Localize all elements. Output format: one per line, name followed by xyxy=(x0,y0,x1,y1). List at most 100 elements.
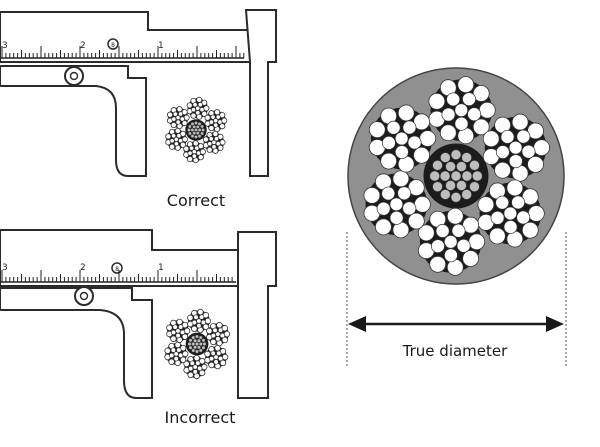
wire xyxy=(196,345,201,350)
wire xyxy=(191,149,197,155)
strand xyxy=(166,318,191,344)
wire xyxy=(206,327,213,335)
wire xyxy=(472,170,483,182)
wire xyxy=(389,197,404,212)
wire xyxy=(450,192,462,203)
wire xyxy=(221,117,228,124)
wire xyxy=(192,140,199,147)
wire xyxy=(503,206,518,221)
wire xyxy=(441,107,456,122)
wire xyxy=(508,140,523,155)
wire xyxy=(217,119,223,125)
wire xyxy=(194,121,198,125)
thumb-wheel-hub xyxy=(79,291,89,301)
strand xyxy=(186,96,210,120)
wire xyxy=(467,107,482,122)
caliper-scale xyxy=(0,46,245,59)
wire xyxy=(407,179,425,197)
wire xyxy=(191,325,198,333)
wire xyxy=(190,112,197,119)
wire-rope-small-incorrect xyxy=(164,308,231,380)
wire xyxy=(188,365,194,372)
wire xyxy=(516,129,531,144)
strand xyxy=(183,140,206,164)
wire xyxy=(208,119,214,125)
wire xyxy=(495,195,510,210)
wire-rope-cross-section xyxy=(347,67,565,285)
wire xyxy=(201,345,206,350)
wire xyxy=(165,133,172,140)
wire xyxy=(196,338,201,343)
wire xyxy=(213,354,219,360)
wire xyxy=(490,210,505,225)
rope-core xyxy=(423,143,489,209)
caption-incorrect: Incorrect xyxy=(165,408,236,427)
rope-core xyxy=(185,119,207,141)
wire xyxy=(198,369,206,377)
wire xyxy=(179,141,186,148)
strand xyxy=(204,344,229,370)
wire xyxy=(217,327,224,333)
wire xyxy=(210,350,216,356)
wire xyxy=(196,318,202,324)
wire xyxy=(468,233,486,251)
wire xyxy=(207,141,213,147)
wire xyxy=(190,134,195,139)
wire xyxy=(533,139,551,157)
wire xyxy=(439,124,457,142)
wire xyxy=(394,131,409,146)
wire xyxy=(417,224,435,242)
wire xyxy=(166,324,173,331)
wire xyxy=(178,111,184,117)
wire xyxy=(213,136,220,142)
wire xyxy=(363,187,381,204)
wire xyxy=(462,250,480,267)
caliper-sliding-jaw xyxy=(0,65,147,177)
wire xyxy=(199,148,206,155)
wire xyxy=(164,347,171,355)
wire xyxy=(181,120,188,127)
wire xyxy=(176,347,182,353)
caliper-sliding-jaw xyxy=(0,287,153,399)
wire xyxy=(435,224,450,238)
strand xyxy=(363,170,431,239)
wire xyxy=(402,120,417,135)
wire xyxy=(196,323,202,329)
wire xyxy=(194,341,200,347)
wire xyxy=(183,114,190,121)
wire xyxy=(488,227,506,245)
wire xyxy=(213,118,219,124)
wire xyxy=(494,161,512,179)
wire xyxy=(392,170,410,188)
scale-number: 3 xyxy=(2,263,8,273)
wire xyxy=(469,160,480,171)
wire xyxy=(192,369,198,375)
wire xyxy=(413,113,430,131)
strand xyxy=(164,341,189,367)
double-arrow-icon xyxy=(348,316,564,332)
wire xyxy=(173,141,179,147)
caption-true-diameter: True diameter xyxy=(402,342,508,360)
wire xyxy=(183,327,191,335)
wire xyxy=(454,116,469,131)
wire xyxy=(175,328,181,334)
wire xyxy=(187,341,192,347)
wire xyxy=(170,122,177,129)
wire xyxy=(217,144,224,151)
wire xyxy=(202,136,209,143)
wire xyxy=(194,349,200,354)
scale-number: 1 xyxy=(158,263,164,273)
wire xyxy=(394,145,409,159)
wire xyxy=(202,323,210,331)
wire xyxy=(204,350,211,358)
wire xyxy=(216,321,223,329)
wire xyxy=(187,128,191,132)
wire xyxy=(432,160,443,171)
strand xyxy=(206,321,231,347)
wire xyxy=(193,354,200,362)
wire xyxy=(527,205,545,222)
wire xyxy=(169,352,175,359)
strand xyxy=(477,179,545,248)
wire xyxy=(208,361,215,369)
wire xyxy=(215,114,221,120)
